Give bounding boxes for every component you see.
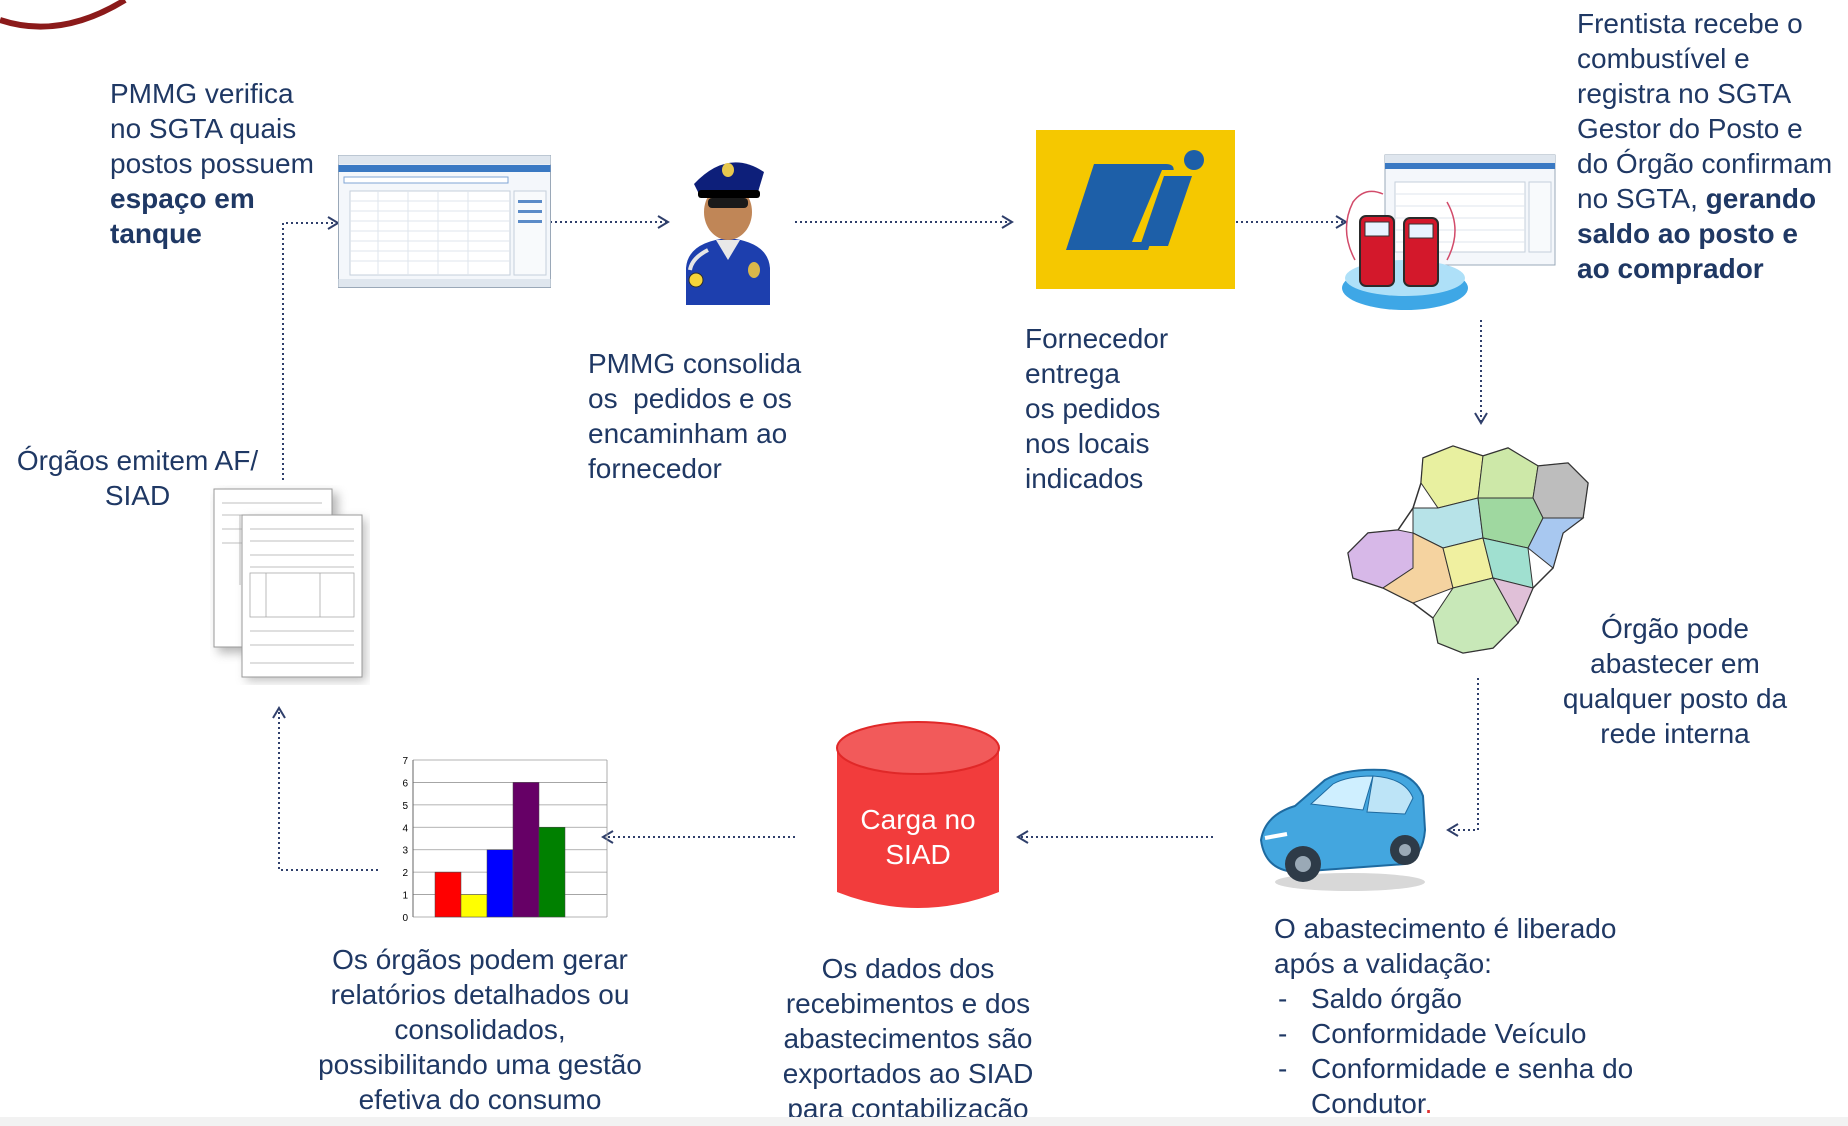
arrow-af-to-screen <box>282 216 340 480</box>
step-consolidate-text: PMMG consolida os pedidos e os encaminha… <box>588 346 828 486</box>
text-line: registra no SGTA <box>1577 78 1792 109</box>
step-attendant-text: Frentista recebe o combustível e registr… <box>1577 6 1842 286</box>
text-line: Frentista recebe o <box>1577 8 1803 39</box>
text-line: fornecedor <box>588 453 722 484</box>
list-item: Conformidade Veículo <box>1274 1016 1714 1051</box>
bar <box>486 849 514 918</box>
database-icon: Carga no SIAD <box>833 720 1003 920</box>
text-line: efetiva do consumo <box>358 1084 602 1115</box>
text-line: qualquer posto da <box>1562 683 1788 714</box>
text-line-bold: tanque <box>110 218 202 249</box>
text-line: consolidados, <box>394 1014 566 1045</box>
text-line: Gestor do Posto e <box>1577 113 1803 144</box>
step-any-station-text: Órgão pode abastecer em qualquer posto d… <box>1540 611 1810 751</box>
text-line: Carga no <box>860 804 976 835</box>
text-line: Órgãos emitem AF/ <box>16 445 259 476</box>
y-tick-label: 2 <box>402 868 408 879</box>
text-line: O abastecimento é liberado <box>1274 913 1617 944</box>
fuel-pump-icon <box>1335 150 1560 330</box>
y-tick-label: 6 <box>402 778 408 789</box>
text-line: Os dados dos <box>821 953 995 984</box>
step-reports-text: Os órgãos podem gerar relatórios detalha… <box>295 942 665 1117</box>
step-sgta-check-text: PMMG verifica no SGTA quais postos possu… <box>110 76 340 251</box>
text-line: entrega <box>1025 358 1120 389</box>
text-line: abastecimentos são <box>783 1023 1033 1054</box>
text-line: exportados ao SIAD <box>782 1058 1034 1089</box>
screen-thumbnail-icon <box>338 155 551 288</box>
text-line: PMMG verifica <box>110 78 294 109</box>
y-tick-label: 1 <box>402 891 408 902</box>
text-line: PMMG consolida <box>588 348 802 379</box>
text-line: Fornecedor <box>1025 323 1169 354</box>
y-tick-label: 7 <box>402 756 408 767</box>
text-line: nos locais <box>1025 428 1150 459</box>
text-line: do Órgão confirmam <box>1577 148 1833 179</box>
text-line: Os órgãos podem gerar <box>332 944 628 975</box>
text-line: no SGTA quais <box>110 113 297 144</box>
y-tick-label: 3 <box>402 846 408 857</box>
text-line: encaminham ao <box>588 418 788 449</box>
text-line-bold: saldo ao posto e <box>1577 218 1798 249</box>
text-line-bold: espaço em <box>110 183 255 214</box>
text-line: os pedidos <box>1025 393 1161 424</box>
bar <box>512 782 540 918</box>
text-line: recebimentos e dos <box>785 988 1031 1019</box>
step-af-text: Órgãos emitem AF/ SIAD <box>0 443 275 513</box>
text-line-bold: ao comprador <box>1577 253 1764 284</box>
text-line: indicados <box>1025 463 1144 494</box>
arrow-chart-to-docs <box>272 706 378 871</box>
y-tick-label: 4 <box>402 823 408 834</box>
y-tick-label: 0 <box>402 913 408 924</box>
text-line: rede interna <box>1600 718 1750 749</box>
documents-icon <box>210 485 370 685</box>
step-release-text: O abastecimento é liberado após a valida… <box>1274 911 1714 1121</box>
text-line: Condutor. <box>1311 1088 1433 1119</box>
arrow-map-to-car <box>1446 678 1479 837</box>
bar-chart-icon: 0 1 2 3 4 5 6 7 <box>395 752 610 924</box>
step-deliver-text: Fornecedor entrega os pedidos nos locais… <box>1025 321 1225 496</box>
bar <box>538 827 566 918</box>
list-item: Conformidade e senha do <box>1274 1051 1714 1086</box>
text-line: Órgão pode <box>1601 613 1749 644</box>
minas-gerais-map-icon <box>1343 438 1593 658</box>
text-line: abastecer em <box>1590 648 1760 679</box>
text-line: SIAD <box>885 839 951 870</box>
bar <box>460 894 488 918</box>
car-icon <box>1255 760 1430 895</box>
text-line: combustível e <box>1577 43 1750 74</box>
bar <box>434 871 462 918</box>
text-line: relatórios detalhados ou <box>330 979 630 1010</box>
text-line: possibilitando uma gestão <box>318 1049 642 1080</box>
list-item: Saldo órgão <box>1274 981 1714 1016</box>
police-officer-icon <box>678 140 778 305</box>
step-export-text: Os dados dos recebimentos e dos abasteci… <box>758 951 1058 1126</box>
text-line: os pedidos e os <box>588 383 792 414</box>
text-line: postos possuem <box>110 148 314 179</box>
text-line: após a validação: <box>1274 948 1492 979</box>
corner-arc-decoration <box>0 0 127 30</box>
y-tick-label: 5 <box>402 801 408 812</box>
database-label: Carga no SIAD <box>833 802 1003 872</box>
text-line-mixed: no SGTA, gerando <box>1577 183 1817 214</box>
validation-list: Saldo órgão Conformidade Veículo Conform… <box>1274 981 1714 1086</box>
text-line: SIAD <box>104 480 171 511</box>
footer-band <box>0 1117 1848 1126</box>
supplier-logo-icon <box>1036 130 1235 289</box>
